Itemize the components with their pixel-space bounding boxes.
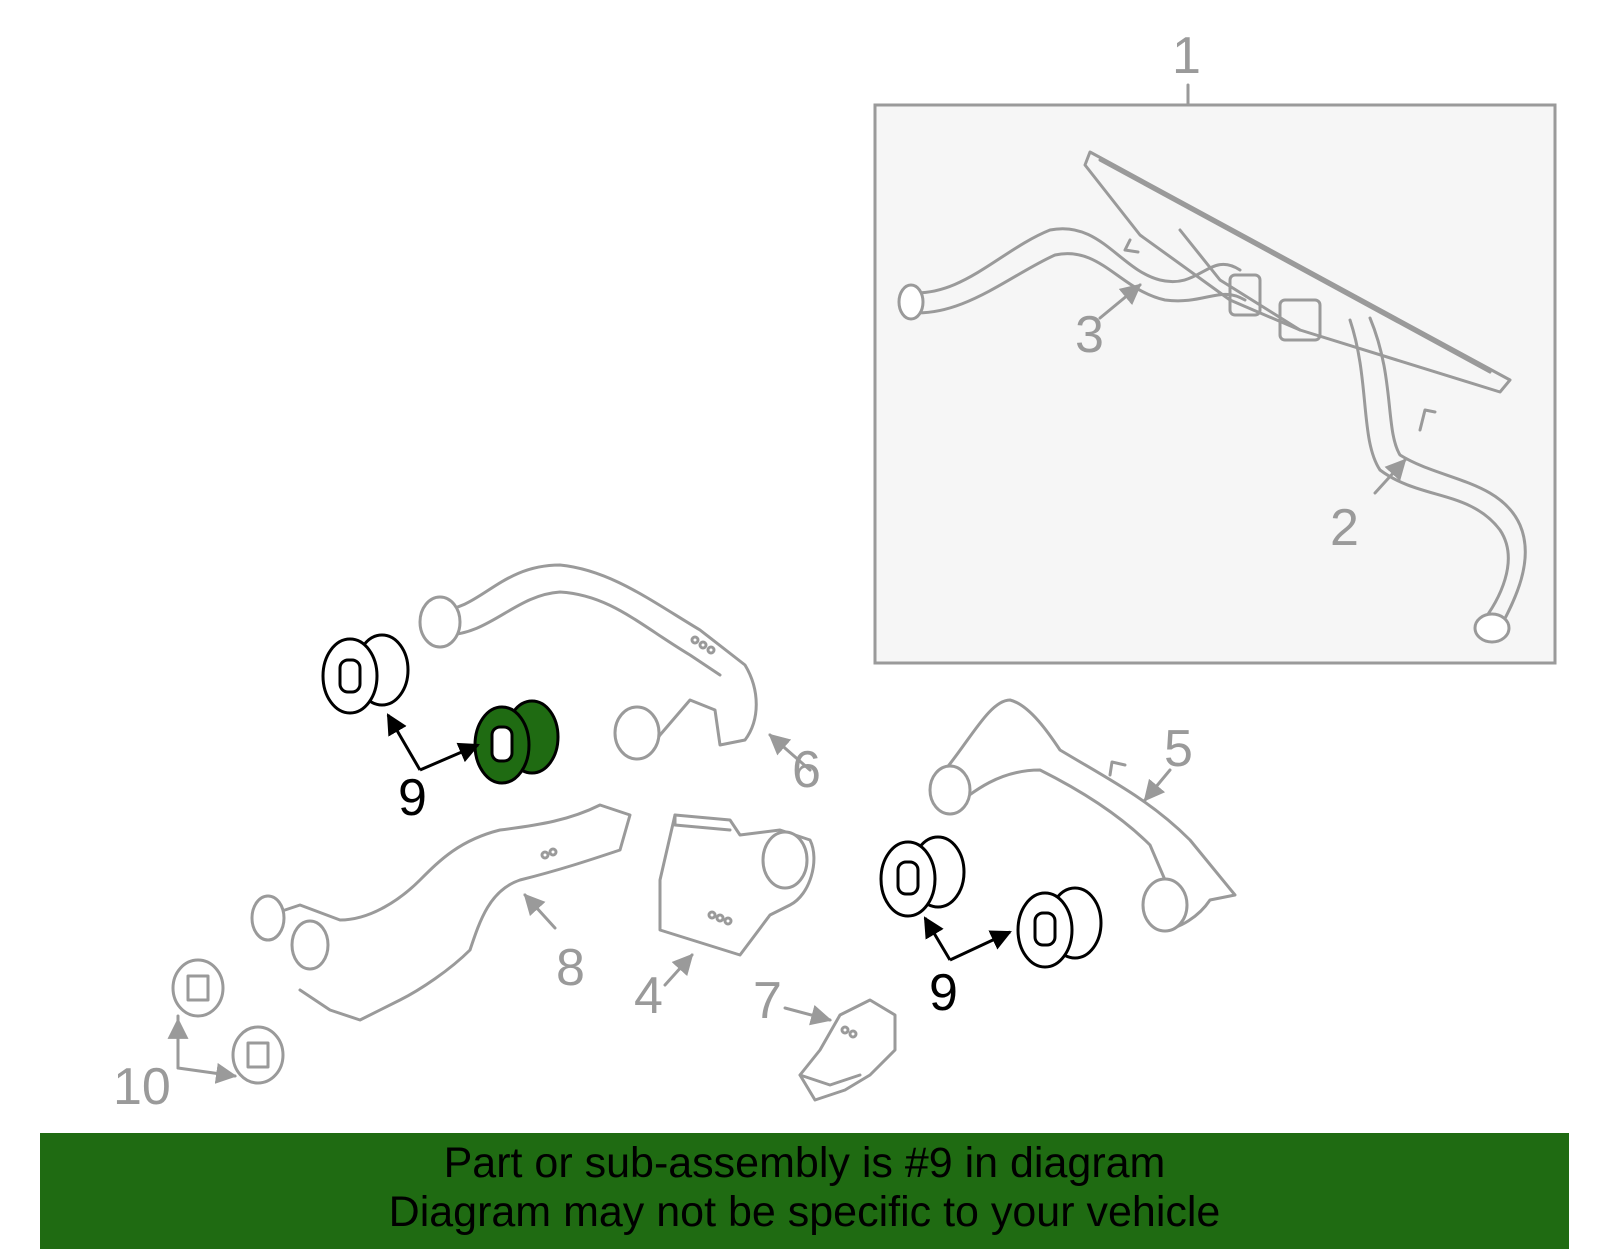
vent-part-10: [167, 958, 285, 1085]
callout-9-right: 9: [929, 964, 958, 1022]
vent-part-9-highlighted: [473, 699, 560, 785]
callout-7: 7: [753, 972, 782, 1030]
duct-part-4: [658, 813, 816, 987]
outlet-part-7: [783, 998, 897, 1102]
callout-6: 6: [792, 741, 821, 799]
banner-line-2: Diagram may not be specific to your vehi…: [388, 1188, 1221, 1236]
banner-line-1: Part or sub-assembly is #9 in diagram: [443, 1139, 1166, 1187]
duct-part-2: [1348, 318, 1510, 627]
callout-8: 8: [556, 939, 585, 997]
callout-9-left: 9: [398, 769, 427, 827]
assembly-1-inset: [873, 83, 1557, 665]
callout-1: 1: [1172, 27, 1201, 85]
callout-5: 5: [1164, 720, 1193, 778]
callout-4: 4: [634, 967, 663, 1025]
info-banner: Part or sub-assembly is #9 in diagram Di…: [40, 1133, 1569, 1249]
duct-part-6: [418, 563, 812, 772]
duct-part-8: [250, 803, 632, 1022]
callout-10: 10: [113, 1058, 171, 1116]
vent-part-9-left-group: [321, 633, 560, 785]
vent-part-9-right-group: [879, 835, 1103, 969]
duct-part-5: [928, 698, 1237, 933]
dash-duct-main: [1083, 150, 1512, 394]
callout-2: 2: [1330, 499, 1359, 557]
callout-3: 3: [1075, 306, 1104, 364]
duct-part-3: [903, 227, 1242, 295]
vent-part-9-white: [321, 633, 410, 715]
